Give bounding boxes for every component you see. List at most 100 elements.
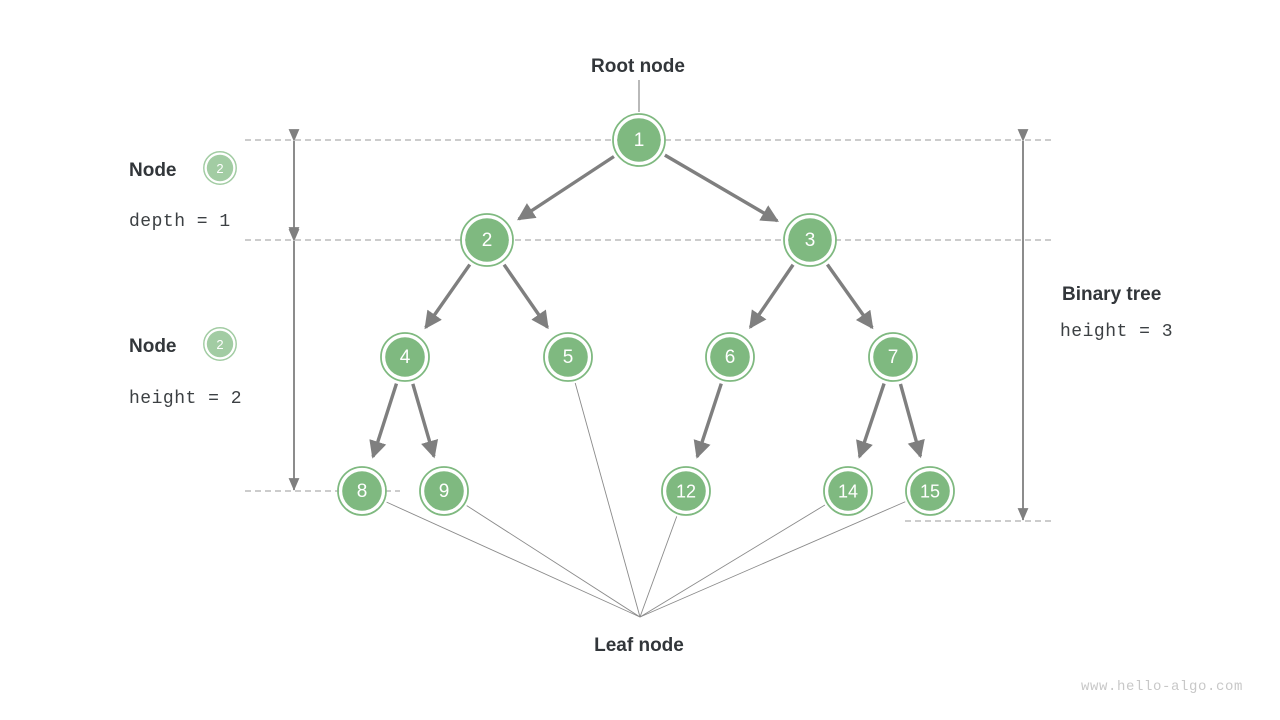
tree-edge-n3-n6	[748, 263, 795, 329]
level-guide-lines	[245, 139, 1055, 522]
badge-disc	[206, 330, 234, 358]
node-disc	[424, 471, 464, 511]
tree-edge-n1-n2	[517, 155, 615, 221]
tree-edge-n3-n7	[825, 263, 874, 330]
node-value: 15	[920, 482, 940, 502]
tree-node-4[interactable]: 4	[380, 332, 430, 382]
node-white-gap-ring	[907, 468, 953, 514]
node-value: 3	[805, 230, 816, 251]
node-white-gap-ring	[545, 334, 591, 380]
site-watermark: www.hello-algo.com	[1081, 679, 1243, 695]
measurement-arrows	[288, 129, 1029, 521]
tree-node-5[interactable]: 5	[543, 332, 593, 382]
tree-node-8[interactable]: 8	[337, 466, 387, 516]
node-disc	[465, 218, 509, 262]
node-outer-ring	[661, 466, 711, 516]
tree-edges	[369, 153, 925, 459]
node-white-gap-ring	[825, 468, 871, 514]
node-value: 5	[563, 347, 574, 368]
node-value: 14	[838, 482, 858, 502]
leaf-leader-line-n15	[639, 501, 906, 618]
tree-node-9[interactable]: 9	[419, 466, 469, 516]
node-disc	[788, 218, 832, 262]
node-outer-ring	[419, 466, 469, 516]
tree-height-annotation-detail: height = 3	[1060, 322, 1173, 342]
leaf-leader-line-n12	[639, 516, 678, 618]
node-height-annotation-detail: height = 2	[129, 389, 242, 409]
node-outer-ring	[460, 213, 514, 267]
tree-node-14[interactable]: 14	[823, 466, 873, 516]
leaf-leader-line-n8	[386, 501, 641, 618]
badge-outer-ring	[203, 327, 237, 361]
badge-value: 2	[216, 161, 223, 176]
node-disc	[910, 471, 950, 511]
tree-edge-n2-n5	[502, 263, 549, 330]
node-white-gap-ring	[663, 468, 709, 514]
height-annotation-badge: 2	[203, 327, 237, 361]
node-white-gap-ring	[614, 115, 664, 165]
tree-node-3[interactable]: 3	[783, 213, 837, 267]
tree-node-6[interactable]: 6	[705, 332, 755, 382]
node-disc	[385, 337, 425, 377]
node-white-gap-ring	[870, 334, 916, 380]
node-height-annotation-title: Node	[129, 336, 177, 357]
node-disc	[666, 471, 706, 511]
node-value: 2	[482, 230, 493, 251]
node-disc	[548, 337, 588, 377]
tree-node-2[interactable]: 2	[460, 213, 514, 267]
node-value: 1	[634, 130, 645, 151]
node-value: 4	[400, 347, 411, 368]
badge-disc	[206, 154, 234, 182]
node-disc	[828, 471, 868, 511]
tree-node-1[interactable]: 1	[612, 113, 666, 167]
leaf-leader-lines	[386, 382, 906, 618]
node-disc	[710, 337, 750, 377]
badge-outer-ring	[203, 151, 237, 185]
node-depth-annotation-detail: depth = 1	[129, 212, 231, 232]
node-disc	[617, 118, 661, 162]
node-value: 6	[725, 347, 736, 368]
node-outer-ring	[380, 332, 430, 382]
tree-edge-n1-n3	[664, 153, 779, 223]
node-white-gap-ring	[707, 334, 753, 380]
leaf-leader-line-n14	[639, 504, 826, 618]
node-outer-ring	[905, 466, 955, 516]
tree-edge-n2-n4	[424, 263, 472, 330]
leaf-node-label: Leaf node	[594, 635, 684, 656]
node-white-gap-ring	[785, 215, 835, 265]
tree-edge-n7-n15	[898, 383, 925, 459]
leaf-leader-line-n9	[466, 505, 641, 618]
node-value: 12	[676, 482, 696, 502]
node-outer-ring	[543, 332, 593, 382]
tree-edge-n6-n12	[693, 383, 723, 459]
inline-node-badges: 22	[203, 151, 237, 361]
node-value: 7	[888, 347, 899, 368]
node-outer-ring	[612, 113, 666, 167]
node-white-gap-ring	[421, 468, 467, 514]
node-disc	[873, 337, 913, 377]
tree-node-12[interactable]: 12	[661, 466, 711, 516]
node-outer-ring	[705, 332, 755, 382]
node-disc	[342, 471, 382, 511]
badge-value: 2	[216, 337, 223, 352]
node-value: 9	[439, 481, 450, 502]
badge-white-gap-ring	[204, 328, 236, 360]
tree-node-7[interactable]: 7	[868, 332, 918, 382]
node-outer-ring	[823, 466, 873, 516]
tree-edge-n4-n9	[411, 383, 439, 459]
depth-annotation-badge: 2	[203, 151, 237, 185]
node-white-gap-ring	[339, 468, 385, 514]
root-node-label: Root node	[591, 56, 685, 77]
node-depth-annotation-title: Node	[129, 160, 177, 181]
node-outer-ring	[783, 213, 837, 267]
node-outer-ring	[337, 466, 387, 516]
tree-edge-n4-n8	[369, 383, 399, 459]
node-value: 8	[357, 481, 368, 502]
badge-white-gap-ring	[204, 152, 236, 184]
leaf-leader-line-n5	[574, 382, 641, 618]
tree-node-15[interactable]: 15	[905, 466, 955, 516]
node-white-gap-ring	[382, 334, 428, 380]
